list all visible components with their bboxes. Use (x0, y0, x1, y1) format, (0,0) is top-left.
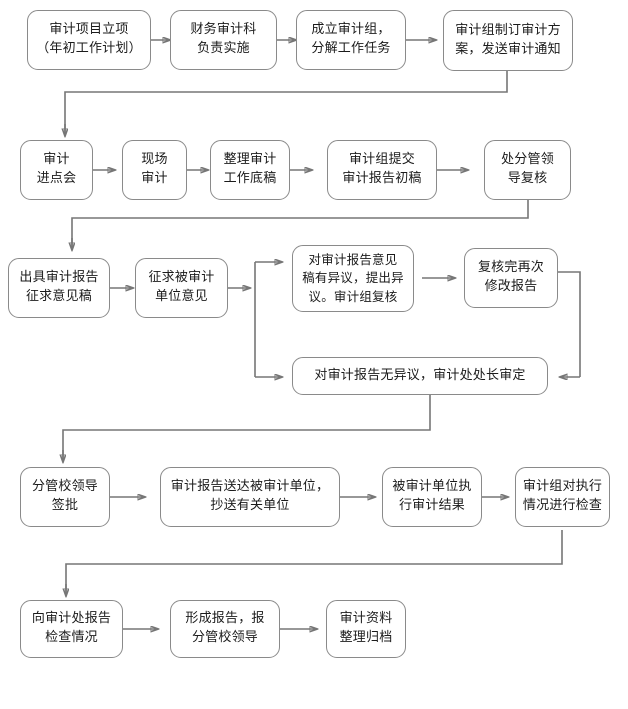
node-solicit-auditee-opinion[interactable]: 征求被审计 单位意见 (135, 258, 228, 318)
node-audit-plan-notice[interactable]: 审计组制订审计方 案，发送审计通知 (443, 10, 573, 71)
node-no-objection-director-approve[interactable]: 对审计报告无异议，审计处处长审定 (292, 357, 548, 395)
connector-n13-loop (558, 271, 581, 377)
node-archive-audit-materials[interactable]: 审计资料 整理归档 (326, 600, 406, 658)
node-deliver-report-to-auditee[interactable]: 审计报告送达被审计单位， 抄送有关单位 (160, 467, 340, 527)
node-organize-workpapers[interactable]: 整理审计 工作底稿 (210, 140, 290, 200)
connector-row4-row5 (65, 530, 563, 594)
node-dept-leader-review[interactable]: 处分管领 导复核 (484, 140, 571, 200)
connector-row3-row4 (62, 393, 431, 460)
node-audit-team-checks-execution[interactable]: 审计组对执行 情况进行检查 (515, 467, 610, 527)
node-vice-president-signoff[interactable]: 分管校领导 签批 (20, 467, 110, 527)
node-issue-draft-for-comment[interactable]: 出具审计报告 征求意见稿 (8, 258, 110, 318)
node-revise-report-after-recheck[interactable]: 复核完再次 修改报告 (464, 248, 558, 308)
node-auditee-executes-result[interactable]: 被审计单位执 行审计结果 (382, 467, 482, 527)
connector-row2-row3 (71, 200, 529, 248)
node-submit-draft-report[interactable]: 审计组提交 审计报告初稿 (327, 140, 437, 200)
node-finance-audit-dept-execute[interactable]: 财务审计科 负责实施 (170, 10, 277, 70)
node-audit-entry-meeting[interactable]: 审计 进点会 (20, 140, 93, 200)
node-form-report-to-leader[interactable]: 形成报告，报 分管校领导 (170, 600, 280, 658)
node-report-check-status[interactable]: 向审计处报告 检查情况 (20, 600, 123, 658)
node-onsite-audit[interactable]: 现场 审计 (122, 140, 187, 200)
node-objection-raised-recheck[interactable]: 对审计报告意见 稿有异议，提出异 议。审计组复核 (292, 245, 414, 312)
node-audit-project-initiation[interactable]: 审计项目立项 （年初工作计划） (27, 10, 151, 70)
connector-row1-row2 (64, 71, 508, 134)
node-form-audit-team[interactable]: 成立审计组， 分解工作任务 (296, 10, 406, 70)
